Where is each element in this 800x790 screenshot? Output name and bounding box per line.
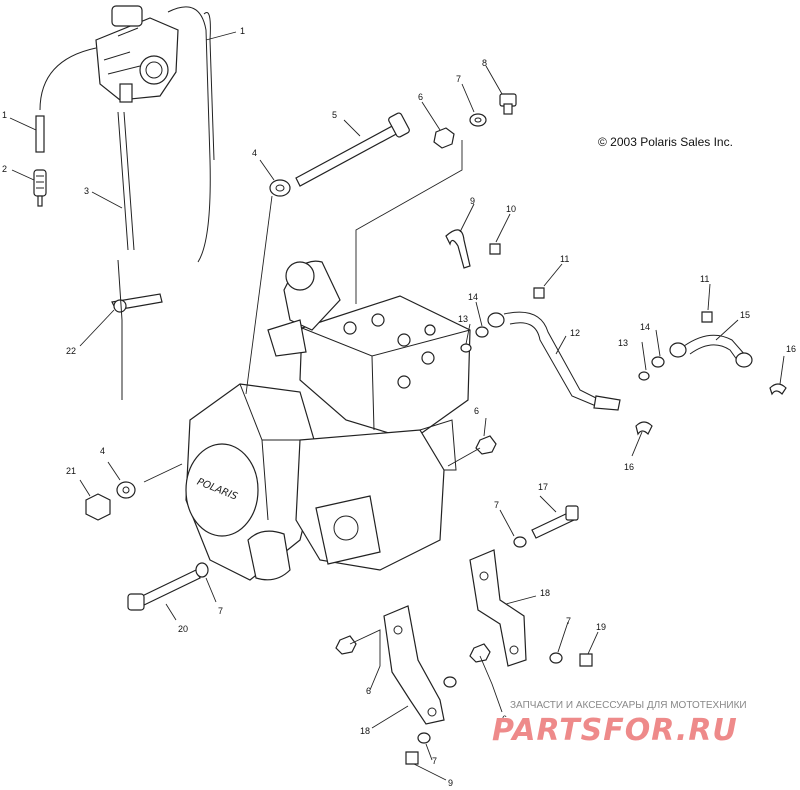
washer (513, 536, 527, 548)
callout-8: 8 (482, 58, 487, 68)
nut (475, 435, 497, 455)
washer (443, 676, 457, 688)
leader-lines (9, 31, 785, 781)
callout-17: 17 (538, 482, 548, 492)
callout-1b: 1 (2, 110, 7, 120)
bolt (701, 311, 713, 323)
long-bolt (295, 112, 410, 187)
callout-14b: 14 (640, 322, 650, 332)
callout-9b: 9 (448, 778, 453, 788)
vent-tube (35, 115, 45, 153)
callout-6b: 6 (474, 406, 479, 416)
callout-11a: 11 (560, 254, 569, 264)
callout-18b: 18 (360, 726, 370, 736)
callout-19: 19 (596, 622, 606, 632)
callout-labels: 1 1 2 3 4 4 5 6 6 6 6 7 7 7 7 7 8 9 9 10… (2, 26, 796, 788)
nut (469, 643, 491, 663)
clip (769, 383, 787, 396)
clip (635, 421, 653, 436)
clamp (111, 293, 163, 313)
bolt (533, 287, 545, 299)
washer (651, 356, 665, 368)
watermark-tagline: ЗАПЧАСТИ И АКСЕССУАРЫ ДЛЯ МОТОТЕХНИКИ (510, 700, 747, 711)
washer (638, 371, 650, 381)
callout-7b: 7 (218, 606, 223, 616)
engine-mount-bracket (383, 605, 445, 725)
callout-6d: 6 (502, 714, 507, 724)
oil-line (487, 311, 621, 411)
callout-13b: 13 (618, 338, 628, 348)
callout-6c: 6 (366, 686, 371, 696)
bracket (445, 229, 471, 269)
callout-7e: 7 (432, 756, 437, 766)
bolt (579, 653, 593, 667)
callout-4b: 4 (100, 446, 105, 456)
nut (85, 493, 111, 521)
callout-16a: 16 (786, 344, 796, 354)
callout-5: 5 (332, 110, 337, 120)
washer (195, 562, 209, 578)
callout-3: 3 (84, 186, 89, 196)
fuel-filter (33, 169, 47, 207)
washer (116, 481, 136, 499)
callout-11b: 11 (700, 274, 709, 284)
callout-7c: 7 (494, 500, 499, 510)
washer (460, 343, 472, 353)
callout-13a: 13 (458, 314, 468, 324)
callout-22: 22 (66, 346, 76, 356)
watermark-site: PARTSFOR.RU (492, 713, 738, 748)
callout-7a: 7 (456, 74, 461, 84)
callout-4a: 4 (252, 148, 257, 158)
callout-21: 21 (66, 466, 76, 476)
bolt (499, 93, 517, 115)
callout-20: 20 (178, 624, 188, 634)
callout-12: 12 (570, 328, 580, 338)
callout-7d: 7 (566, 616, 571, 626)
washer (269, 179, 291, 197)
engine-mount-bracket (469, 549, 527, 667)
bolt (531, 505, 579, 539)
bolt (489, 243, 501, 255)
callout-10: 10 (506, 204, 516, 214)
callout-9a: 9 (470, 196, 475, 206)
nut (433, 127, 455, 149)
callout-18a: 18 (540, 588, 550, 598)
hose (117, 111, 135, 251)
callout-14a: 14 (468, 292, 478, 302)
fuel-line (167, 6, 215, 263)
long-bolt (127, 569, 201, 611)
oil-line (669, 334, 753, 368)
engine: POLARIS (185, 260, 471, 581)
washer (475, 326, 489, 338)
callout-1: 1 (240, 26, 245, 36)
carburetor (95, 5, 179, 103)
callout-15: 15 (740, 310, 750, 320)
watermark: ЗАПЧАСТИ И АКСЕССУАРЫ ДЛЯ МОТОТЕХНИКИ PA… (492, 700, 747, 748)
nut (335, 635, 357, 655)
washer (417, 732, 431, 744)
copyright-text: © 2003 Polaris Sales Inc. (598, 135, 733, 149)
washer (469, 113, 487, 127)
callout-6a: 6 (418, 92, 423, 102)
callout-2: 2 (2, 164, 7, 174)
bolt (405, 751, 419, 765)
callout-16b: 16 (624, 462, 634, 472)
washer (549, 652, 563, 664)
